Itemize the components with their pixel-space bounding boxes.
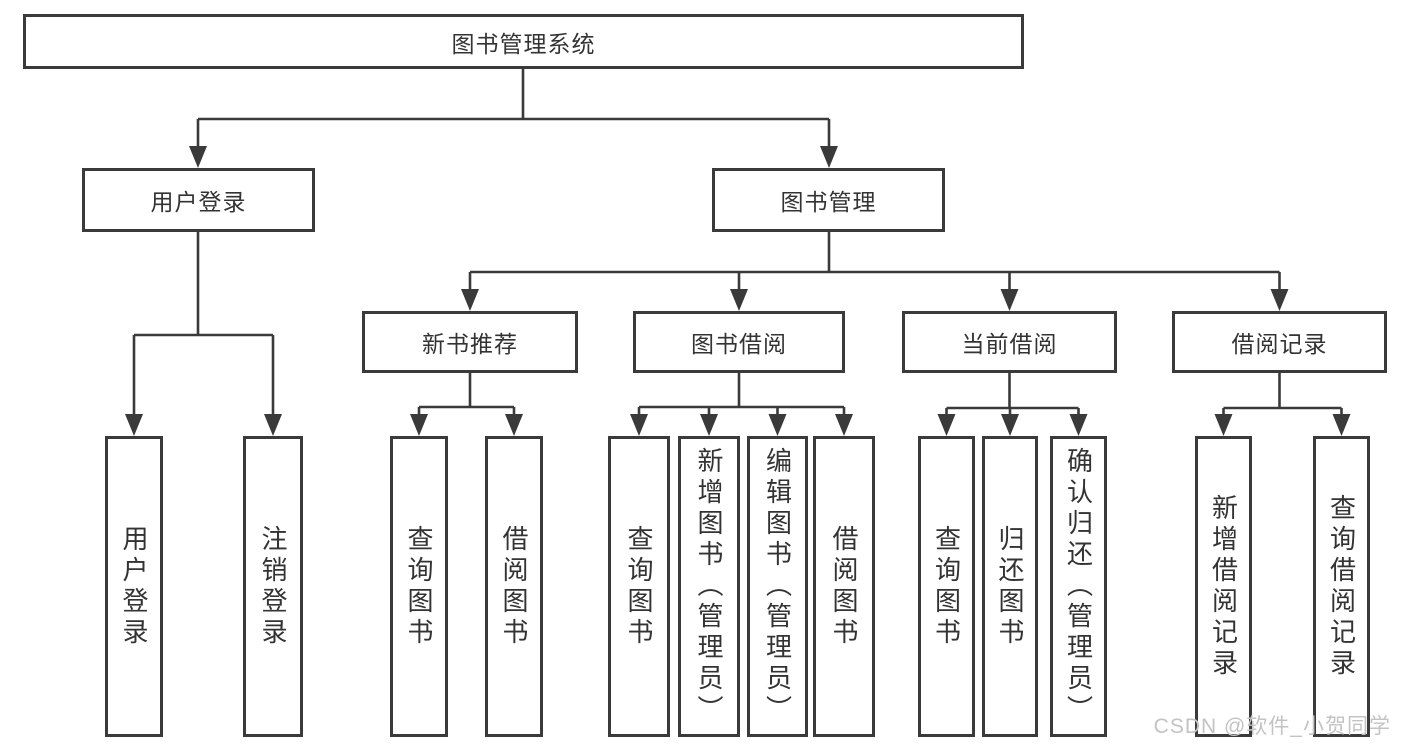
arrowhead-to-leaf-query-books-recommend <box>410 414 428 436</box>
leaf-user-login: 用户登录 <box>105 436 163 737</box>
node-borrowing-records: 借阅记录 <box>1172 311 1387 373</box>
leaf-query-books-recommend: 查询图书 <box>390 436 448 737</box>
leaf-logout-label: 注销登录 <box>258 524 288 649</box>
node-root-library-system: 图书管理系统 <box>23 14 1024 69</box>
node-book-borrowing: 图书借阅 <box>633 311 845 373</box>
connector-current-borrowing <box>945 368 1080 418</box>
node-new-book-recommendation: 新书推荐 <box>362 311 578 373</box>
arrowhead-to-leaf-add-borrow-record <box>1214 414 1233 436</box>
node-book-borrowing-label: 图书借阅 <box>691 331 787 357</box>
leaf-query-books-recommend-label: 查询图书 <box>404 524 434 649</box>
arrowhead-to-new-book-recommendation <box>461 289 479 311</box>
leaf-query-books-borrowing-label: 查询图书 <box>624 524 654 649</box>
node-current-borrowing-label: 当前借阅 <box>961 331 1058 357</box>
node-root-label: 图书管理系统 <box>451 30 596 57</box>
leaf-borrow-books-borrowing: 借阅图书 <box>813 436 875 737</box>
leaf-confirm-return-admin-label: 确认归还（管理员） <box>1063 447 1094 726</box>
connector-borrowing-records <box>1222 368 1343 418</box>
node-current-borrowing: 当前借阅 <box>902 311 1117 373</box>
leaf-borrow-books-recommend-label: 借阅图书 <box>499 524 529 649</box>
leaf-query-books-borrowing: 查询图书 <box>608 436 670 737</box>
leaf-borrow-books-recommend: 借阅图书 <box>485 436 543 737</box>
arrowhead-to-user-login <box>189 146 207 168</box>
connector-new-book-recommendation <box>417 368 516 418</box>
leaf-edit-books-admin: 编辑图书（管理员） <box>747 436 808 737</box>
arrowhead-to-leaf-query-books-current <box>937 414 956 436</box>
node-book-management: 图书管理 <box>712 168 945 232</box>
leaf-add-borrow-record-label: 新增借阅记录 <box>1208 493 1239 680</box>
arrowhead-to-borrowing-records <box>1270 289 1289 311</box>
node-user-login-label: 用户登录 <box>150 189 247 215</box>
leaf-query-borrow-record-label: 查询借阅记录 <box>1326 493 1357 680</box>
leaf-borrow-books-borrowing-label: 借阅图书 <box>829 524 859 649</box>
leaf-return-books-label: 归还图书 <box>995 524 1025 649</box>
arrowhead-to-book-borrowing <box>730 289 748 311</box>
leaf-edit-books-admin-label: 编辑图书（管理员） <box>762 447 793 726</box>
leaf-add-books-admin-label: 新增图书（管理员） <box>694 447 724 726</box>
connector-book-borrowing <box>637 368 846 418</box>
arrowhead-to-leaf-confirm-return-admin <box>1069 414 1088 436</box>
node-user-login: 用户登录 <box>82 168 315 232</box>
leaf-user-login-label: 用户登录 <box>119 524 149 649</box>
arrowhead-to-leaf-return-books <box>1001 414 1019 436</box>
connector-user-login <box>132 228 275 418</box>
node-new-book-recommendation-label: 新书推荐 <box>422 331 518 357</box>
arrowhead-to-leaf-add-books-admin <box>700 414 718 436</box>
leaf-add-books-admin: 新增图书（管理员） <box>678 436 740 737</box>
arrowhead-to-book-management <box>820 146 838 168</box>
leaf-add-borrow-record: 新增借阅记录 <box>1195 436 1252 737</box>
arrowhead-to-leaf-edit-books-admin <box>768 414 787 436</box>
leaf-query-books-current-label: 查询图书 <box>931 524 962 649</box>
node-book-management-label: 图书管理 <box>780 189 877 215</box>
connector-root <box>196 60 831 150</box>
arrowhead-to-leaf-query-borrow-record <box>1332 414 1351 436</box>
leaf-logout: 注销登录 <box>243 436 303 737</box>
arrowhead-to-leaf-user-login <box>125 414 143 436</box>
leaf-confirm-return-admin: 确认归还（管理员） <box>1050 436 1107 737</box>
leaf-return-books: 归还图书 <box>982 436 1038 737</box>
arrowhead-to-current-borrowing <box>1000 289 1019 311</box>
arrowhead-to-leaf-borrow-books-borrowing <box>835 414 853 436</box>
arrowhead-to-leaf-query-books-borrowing <box>630 414 648 436</box>
arrowhead-to-leaf-logout <box>264 414 282 436</box>
node-borrowing-records-label: 借阅记录 <box>1231 331 1328 357</box>
leaf-query-borrow-record: 查询借阅记录 <box>1313 436 1370 737</box>
connector-book-management <box>468 228 1281 292</box>
leaf-query-books-current: 查询图书 <box>918 436 975 737</box>
arrowhead-to-leaf-borrow-books-recommend <box>505 414 523 436</box>
